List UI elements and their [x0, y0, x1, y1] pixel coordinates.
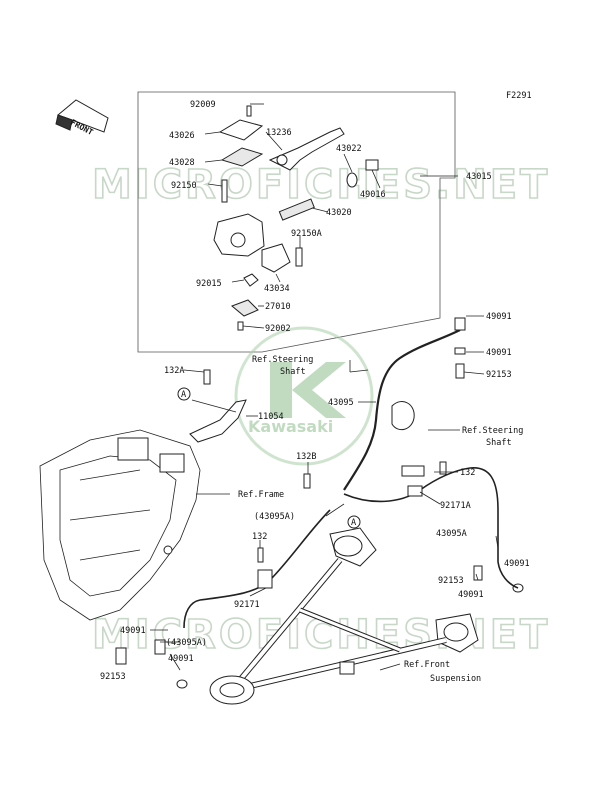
svg-text:A: A	[351, 518, 356, 528]
label-43095A-paren: (43095A)	[254, 512, 295, 522]
ref-frame: Ref.Frame	[238, 490, 284, 500]
ref-steering-shaft-1-line1: Ref.Steering	[252, 355, 313, 365]
label-132A: 132A	[164, 366, 184, 376]
washer-43022	[346, 172, 358, 188]
bolt-92150	[221, 179, 228, 203]
brake-hose-43095	[343, 329, 461, 491]
assembly-frame	[137, 91, 456, 353]
ref-steering-shaft-2-line1: Ref.Steering	[462, 426, 523, 436]
label-92171: 92171	[234, 600, 260, 610]
bolt-132B	[303, 473, 311, 489]
label-132-right: 132	[460, 468, 475, 478]
label-11054: 11054	[258, 412, 284, 422]
clamp-92171A	[407, 485, 423, 497]
label-43022: 43022	[336, 144, 362, 154]
hose-fitting-lower-left	[154, 639, 166, 655]
bolt-132-right	[439, 461, 447, 475]
hose-clamp-steering	[391, 401, 415, 431]
bolt-92153-top	[455, 363, 465, 379]
label-92009: 92009	[190, 100, 216, 110]
nut-92015	[243, 273, 259, 287]
bracket-132	[401, 465, 425, 477]
callout-a-upper	[177, 387, 191, 401]
watermark-top: MICROFICHES.NET	[92, 162, 550, 208]
clamp-132-lower	[257, 569, 273, 589]
label-92153-right: 92153	[438, 576, 464, 586]
label-49091-top: 49091	[486, 312, 512, 322]
ref-front-suspension-line1: Ref.Front	[404, 660, 450, 670]
label-43095: 43095	[328, 398, 354, 408]
callout-a-lower	[347, 515, 361, 529]
brake-line-92171A	[343, 467, 499, 562]
label-27010: 27010	[265, 302, 291, 312]
label-43028: 43028	[169, 158, 195, 168]
label-132-lower: 132	[252, 532, 267, 542]
ref-steering-shaft-1-line2: Shaft	[280, 367, 306, 377]
label-92153-lower-left: 92153	[100, 672, 126, 682]
clamp-43034	[261, 243, 291, 273]
screw-92009	[246, 105, 252, 117]
switch-27010	[231, 299, 259, 317]
bolt-132-lower	[257, 547, 264, 563]
kawasaki-logo: Kawasaki	[234, 326, 374, 466]
label-92150A: 92150A	[291, 229, 322, 239]
label-43034: 43034	[264, 284, 290, 294]
diagram-code: F2291	[506, 91, 532, 101]
piston-43020	[278, 198, 315, 221]
label-92153-top: 92153	[486, 370, 512, 380]
label-49091-mid: 49091	[486, 348, 512, 358]
label-49091-lower-left-a: 49091	[120, 626, 146, 636]
label-43095A: 43095A	[436, 529, 467, 539]
label-92002: 92002	[265, 324, 291, 334]
washer-49091-lower-left	[176, 679, 188, 689]
washer-49091-top	[454, 317, 466, 331]
label-43015: 43015	[466, 172, 492, 182]
washer-49091-mid	[454, 347, 466, 355]
ref-front-suspension-line2: Suspension	[430, 674, 481, 684]
label-132B: 132B	[296, 452, 316, 462]
label-49091-right-lower: 49091	[458, 590, 484, 600]
label-49091-lower-left-b: 49091	[168, 654, 194, 664]
bolt-132A	[203, 369, 211, 385]
label-43026: 43026	[169, 131, 195, 141]
label-43095A-paren-lower: (43095A)	[166, 638, 207, 648]
label-43020: 43020	[326, 208, 352, 218]
vehicle-frame	[39, 429, 201, 621]
label-92015: 92015	[196, 279, 222, 289]
brake-line-92171	[183, 509, 331, 629]
front-suspension-arm	[209, 527, 479, 705]
bracket-11054	[189, 399, 247, 443]
lever-13236	[268, 127, 345, 171]
logo-text: Kawasaki	[248, 417, 333, 436]
label-49091-right-upper: 49091	[504, 559, 530, 569]
ref-steering-shaft-2-line2: Shaft	[486, 438, 512, 448]
screw-92002	[237, 321, 244, 331]
label-92150: 92150	[171, 181, 197, 191]
label-49016: 49016	[360, 190, 386, 200]
bushing-49016	[365, 159, 379, 171]
svg-text:A: A	[181, 390, 186, 400]
bolt-92153-lower-left	[115, 647, 127, 665]
label-13236: 13236	[266, 128, 292, 138]
bolt-92153-right	[473, 565, 483, 581]
diaphragm-43028	[220, 147, 264, 167]
bolt-92150A	[295, 247, 303, 267]
label-92171A: 92171A	[440, 501, 471, 511]
cap-43026	[218, 119, 264, 141]
front-arrow-icon: FRONT	[55, 99, 109, 137]
